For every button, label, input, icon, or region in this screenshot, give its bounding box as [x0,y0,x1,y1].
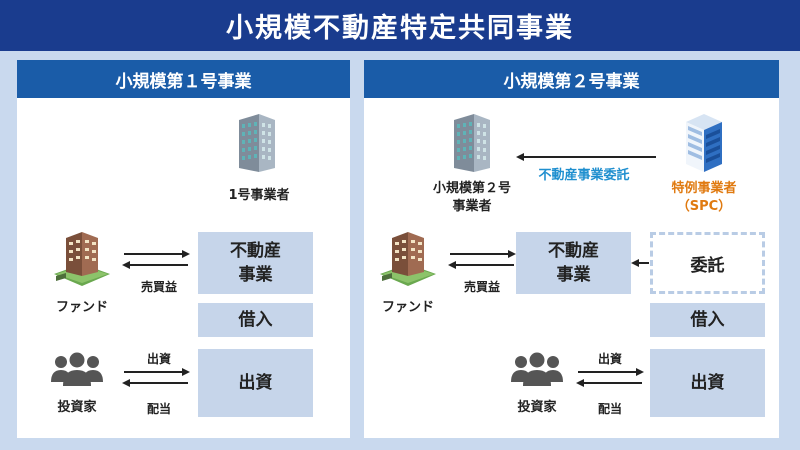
realestate-box: 不動産 事業 [516,232,631,294]
arrow-icon [631,259,649,267]
page-title: 小規模不動産特定共同事業 [0,0,800,51]
apartment-building-icon [54,232,110,286]
dividend-label: 配当 [146,402,171,416]
arrow-icon [122,250,190,269]
fund-label: ファンド [381,300,434,315]
investors-label: 投資家 [57,400,97,415]
sale-profit-label: 売買益 [463,280,500,294]
consign-label: 不動産事業委託 [538,168,630,183]
arrow-icon [122,368,190,387]
investors-label: 投資家 [517,400,557,415]
office-building-icon [239,114,275,172]
investment-flow-label: 出資 [597,352,622,366]
consign-box: 委託 [650,232,765,294]
arrow-icon [516,153,656,161]
investment-box: 出資 [650,349,765,417]
office-building-icon [454,114,490,172]
investment-flow-label: 出資 [146,352,171,366]
panel-header-type2: 小規模第２号事業 [364,60,779,98]
spc-building-icon [686,114,722,172]
realestate-box: 不動産 事業 [198,232,313,294]
type2-operator-label: 小規模第２号 事業者 [432,181,511,214]
investment-box: 出資 [198,349,313,417]
panel-small-type1: 小規模第１号事業 1号事業者 [17,60,350,438]
fund-label: ファンド [55,300,108,315]
people-icon [51,352,103,386]
spc-label: 特例事業者 （SPC） [671,181,737,214]
panel-header-type1: 小規模第１号事業 [17,60,350,98]
sale-profit-label: 売買益 [140,280,177,294]
arrow-icon [576,368,644,387]
arrow-icon [448,250,516,269]
people-icon [511,352,563,386]
dividend-label: 配当 [597,402,622,416]
operator-label: 1号事業者 [228,188,290,203]
borrowing-box: 借入 [198,303,313,337]
panel-small-type2: 小規模第２号事業 小規模第２号 事業者 [364,60,779,438]
apartment-building-icon [380,232,436,286]
borrowing-box: 借入 [650,303,765,337]
